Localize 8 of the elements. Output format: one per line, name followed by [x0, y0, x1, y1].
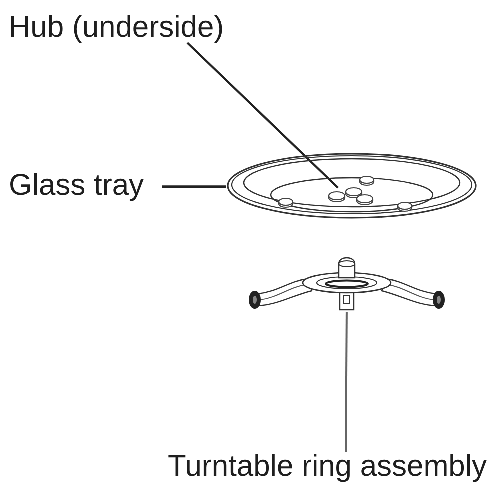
part-label: Glass tray — [9, 171, 144, 201]
glass-tray-drawing — [226, 151, 480, 221]
part-label: Hub (underside) — [9, 13, 224, 43]
leader-line — [162, 186, 226, 188]
part-label: Turntable ring assembly — [168, 452, 488, 482]
leader-line — [186, 42, 339, 189]
hub-drawing — [329, 188, 373, 205]
leader-line — [345, 312, 348, 452]
